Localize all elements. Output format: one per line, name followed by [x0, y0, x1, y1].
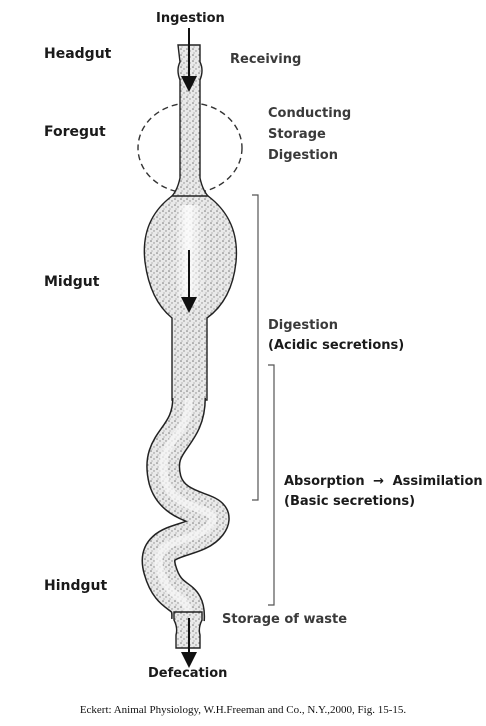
foregut-label: Foregut	[44, 124, 106, 140]
digestion-bracket	[252, 195, 258, 500]
receiving-label: Receiving	[230, 52, 301, 67]
basic-secretions-label: (Basic secretions)	[284, 494, 415, 509]
hindgut-label: Hindgut	[44, 578, 107, 594]
conducting-label: Conducting	[268, 106, 351, 121]
defecation-label: Defecation	[148, 666, 227, 681]
acidic-secretions-label: (Acidic secretions)	[268, 338, 404, 353]
assimilation-label: Assimilation	[393, 474, 483, 489]
midgut-label: Midgut	[44, 274, 99, 290]
digestion-upper-label: Digestion	[268, 148, 338, 163]
absorption-row: Absorption → Assimilation	[284, 474, 483, 489]
absorption-bracket	[268, 365, 274, 605]
digestion-mid-label: Digestion	[268, 318, 338, 333]
storage-of-waste-label: Storage of waste	[222, 612, 347, 627]
absorption-label: Absorption	[284, 474, 365, 489]
storage-label: Storage	[268, 127, 326, 142]
figure-citation: Eckert: Animal Physiology, W.H.Freeman a…	[0, 704, 486, 716]
ingestion-label: Ingestion	[156, 11, 225, 26]
headgut-label: Headgut	[44, 46, 111, 62]
arrow-glyph: →	[369, 474, 388, 489]
